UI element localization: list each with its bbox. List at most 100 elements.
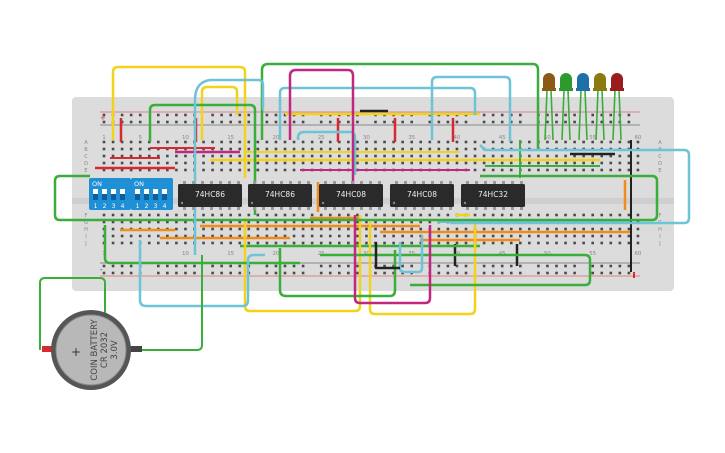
- breadboard-hole[interactable]: [374, 220, 377, 224]
- rail-hole[interactable]: [401, 264, 404, 268]
- rail-hole[interactable]: [166, 120, 169, 124]
- breadboard-hole[interactable]: [138, 213, 142, 217]
- breadboard-hole[interactable]: [509, 161, 513, 165]
- rail-hole[interactable]: [120, 264, 124, 268]
- breadboard-hole[interactable]: [111, 234, 115, 238]
- rail-hole[interactable]: [102, 113, 106, 117]
- breadboard-hole[interactable]: [500, 140, 504, 144]
- breadboard-hole[interactable]: [147, 161, 151, 165]
- breadboard-hole[interactable]: [528, 213, 531, 217]
- rail-hole[interactable]: [519, 271, 522, 275]
- breadboard-hole[interactable]: [618, 234, 622, 238]
- breadboard-hole[interactable]: [627, 168, 631, 172]
- breadboard-hole[interactable]: [211, 154, 214, 158]
- rail-hole[interactable]: [383, 264, 386, 268]
- breadboard-hole[interactable]: [365, 147, 368, 151]
- breadboard-hole[interactable]: [328, 241, 332, 245]
- breadboard-hole[interactable]: [600, 241, 604, 245]
- breadboard-hole[interactable]: [455, 154, 459, 158]
- breadboard-hole[interactable]: [238, 241, 242, 245]
- breadboard-hole[interactable]: [591, 154, 594, 158]
- breadboard-hole[interactable]: [256, 140, 260, 144]
- breadboard-hole[interactable]: [437, 213, 441, 217]
- rail-hole[interactable]: [509, 264, 513, 268]
- wire-cyan[interactable]: [450, 144, 691, 225]
- breadboard-hole[interactable]: [338, 147, 341, 151]
- rail-hole[interactable]: [175, 264, 178, 268]
- breadboard-hole[interactable]: [338, 227, 341, 231]
- breadboard-hole[interactable]: [256, 168, 260, 172]
- breadboard-hole[interactable]: [175, 168, 178, 172]
- breadboard-hole[interactable]: [446, 140, 450, 144]
- breadboard-hole[interactable]: [129, 147, 133, 151]
- breadboard-hole[interactable]: [555, 227, 558, 231]
- breadboard-hole[interactable]: [319, 154, 323, 158]
- breadboard-hole[interactable]: [211, 227, 214, 231]
- wire-green[interactable]: [103, 225, 300, 265]
- dip-toggle[interactable]: [135, 189, 140, 194]
- breadboard-hole[interactable]: [365, 213, 368, 217]
- breadboard-hole[interactable]: [184, 161, 187, 165]
- breadboard-hole[interactable]: [564, 168, 567, 172]
- breadboard-hole[interactable]: [120, 220, 124, 224]
- breadboard-hole[interactable]: [247, 241, 251, 245]
- breadboard-hole[interactable]: [328, 227, 332, 231]
- wire-black[interactable]: [374, 242, 400, 270]
- breadboard-hole[interactable]: [157, 168, 160, 172]
- breadboard-hole[interactable]: [274, 220, 278, 224]
- breadboard-hole[interactable]: [636, 168, 640, 172]
- rail-hole[interactable]: [247, 113, 251, 117]
- rail-hole[interactable]: [157, 271, 160, 275]
- breadboard-hole[interactable]: [229, 168, 232, 172]
- breadboard-hole[interactable]: [184, 154, 187, 158]
- rail-hole[interactable]: [129, 264, 133, 268]
- breadboard-hole[interactable]: [229, 227, 232, 231]
- breadboard-hole[interactable]: [582, 234, 585, 238]
- rail-hole[interactable]: [455, 271, 459, 275]
- breadboard-hole[interactable]: [455, 241, 459, 245]
- breadboard-hole[interactable]: [220, 213, 223, 217]
- breadboard-hole[interactable]: [446, 213, 450, 217]
- breadboard-hole[interactable]: [573, 140, 576, 144]
- breadboard-hole[interactable]: [220, 147, 223, 151]
- rail-hole[interactable]: [356, 264, 359, 268]
- breadboard-hole[interactable]: [338, 140, 341, 144]
- breadboard-hole[interactable]: [410, 154, 413, 158]
- breadboard-hole[interactable]: [129, 161, 133, 165]
- breadboard-hole[interactable]: [491, 234, 495, 238]
- led[interactable]: [576, 73, 590, 141]
- breadboard-hole[interactable]: [356, 234, 359, 238]
- rail-hole[interactable]: [500, 113, 504, 117]
- rail-hole[interactable]: [491, 264, 495, 268]
- rail-hole[interactable]: [111, 264, 115, 268]
- breadboard-hole[interactable]: [374, 147, 377, 151]
- breadboard-hole[interactable]: [437, 234, 441, 238]
- rail-hole[interactable]: [347, 264, 350, 268]
- dip-toggle[interactable]: [162, 189, 167, 194]
- breadboard-hole[interactable]: [528, 241, 531, 245]
- breadboard-hole[interactable]: [636, 161, 640, 165]
- led[interactable]: [610, 73, 624, 141]
- breadboard-hole[interactable]: [238, 220, 242, 224]
- breadboard-hole[interactable]: [211, 161, 214, 165]
- wire-yellow[interactable]: [111, 65, 247, 178]
- breadboard-hole[interactable]: [265, 213, 269, 217]
- breadboard-hole[interactable]: [310, 154, 314, 158]
- breadboard-hole[interactable]: [419, 154, 423, 158]
- rail-hole[interactable]: [555, 271, 558, 275]
- breadboard-hole[interactable]: [111, 140, 115, 144]
- led[interactable]: [559, 73, 573, 141]
- breadboard-hole[interactable]: [428, 161, 432, 165]
- rail-hole[interactable]: [175, 120, 178, 124]
- rail-hole[interactable]: [609, 113, 613, 117]
- wire-cyan[interactable]: [278, 86, 477, 140]
- breadboard-hole[interactable]: [328, 147, 332, 151]
- breadboard-hole[interactable]: [301, 227, 305, 231]
- breadboard-hole[interactable]: [555, 140, 558, 144]
- breadboard-hole[interactable]: [600, 154, 604, 158]
- rail-hole[interactable]: [238, 120, 242, 124]
- rail-hole[interactable]: [265, 271, 269, 275]
- wire-green[interactable]: [148, 103, 257, 215]
- breadboard-hole[interactable]: [356, 147, 359, 151]
- breadboard-hole[interactable]: [500, 154, 504, 158]
